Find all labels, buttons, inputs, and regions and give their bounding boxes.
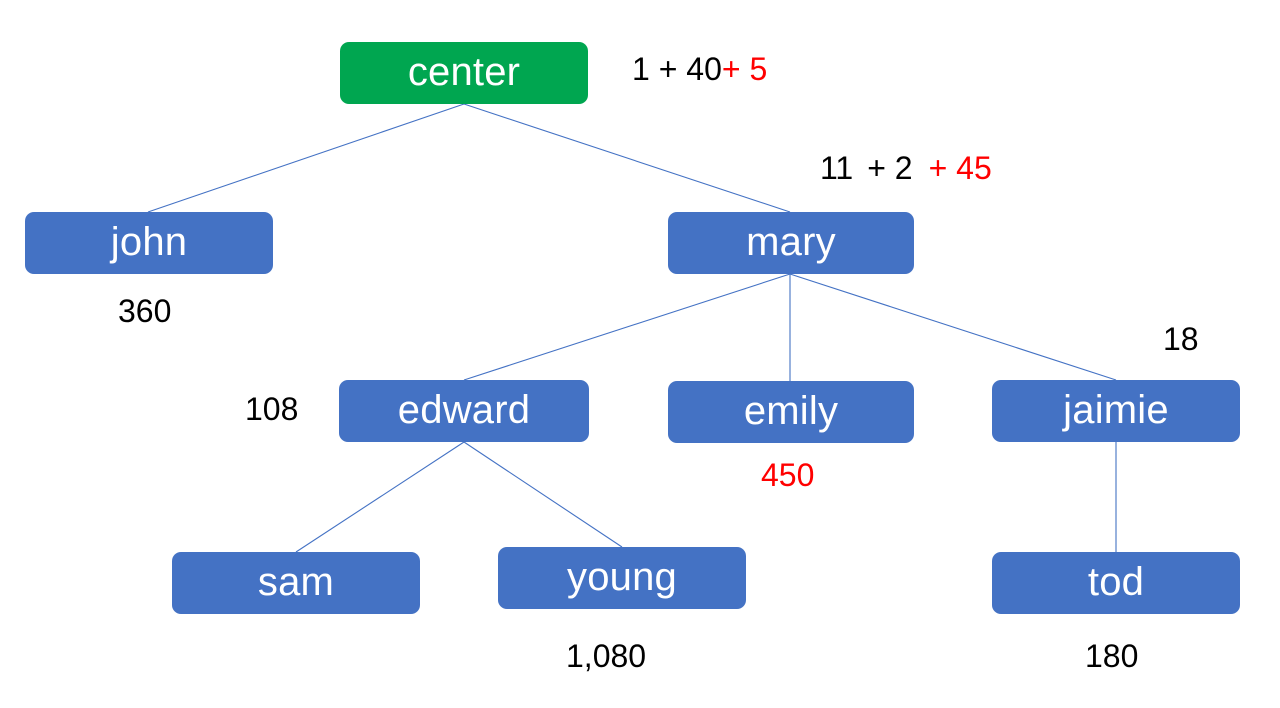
annotation-part-center-formula-0: 1 + 40	[632, 51, 722, 87]
node-young[interactable]: young	[498, 547, 746, 609]
annotation-part-edward-value-0: 108	[245, 391, 299, 427]
node-tod[interactable]: tod	[992, 552, 1240, 614]
node-label-jaimie: jaimie	[1063, 387, 1169, 432]
annotation-john-value: 360	[118, 295, 171, 327]
annotation-part-mary-formula-1: + 2	[867, 150, 913, 186]
edge-edward-to-sam	[295, 441, 465, 553]
node-label-center: center	[407, 49, 521, 94]
node-emily[interactable]: emily	[668, 381, 914, 443]
node-mary[interactable]: mary	[668, 212, 914, 274]
node-edward[interactable]: edward	[339, 380, 589, 442]
node-jaimie[interactable]: jaimie	[992, 380, 1240, 442]
annotation-part-jaimie-value-0: 18	[1163, 321, 1199, 357]
node-john[interactable]: john	[25, 212, 273, 274]
annotation-part-mary-formula-2: + 45	[928, 150, 992, 186]
edge-mary-to-edward	[463, 273, 791, 381]
annotation-part-john-value-0: 360	[118, 293, 172, 329]
annotation-center-formula: 1 + 40+ 5	[632, 53, 767, 85]
annotation-part-tod-value-0: 180	[1085, 638, 1139, 674]
annotation-part-center-formula-1: + 5	[721, 51, 768, 87]
edge-mary-to-jaimie	[789, 273, 1117, 381]
node-center[interactable]: center	[340, 42, 588, 104]
annotation-tod-value: 180	[1085, 640, 1138, 672]
node-label-emily: emily	[743, 388, 839, 433]
annotation-young-value: 1,080	[566, 640, 646, 672]
node-sam[interactable]: sam	[172, 552, 420, 614]
annotation-jaimie-value: 18	[1163, 323, 1199, 355]
annotation-part-mary-formula-0: 11	[820, 150, 854, 186]
annotation-mary-formula: 11 + 2 + 45	[820, 152, 992, 184]
node-label-edward: edward	[397, 387, 531, 432]
annotation-part-emily-value-0: 450	[761, 457, 815, 493]
node-label-young: young	[567, 554, 677, 599]
annotation-emily-value: 450	[761, 459, 814, 491]
annotation-part-young-value-0: 1,080	[566, 638, 647, 674]
node-label-mary: mary	[746, 219, 836, 264]
edge-center-to-john	[147, 103, 465, 213]
annotation-edward-value: 108	[245, 393, 298, 425]
edge-edward-to-young	[463, 441, 623, 548]
edge-center-to-mary	[463, 103, 791, 213]
node-label-sam: sam	[257, 559, 335, 604]
node-label-tod: tod	[1087, 559, 1145, 604]
node-label-john: john	[110, 219, 188, 264]
